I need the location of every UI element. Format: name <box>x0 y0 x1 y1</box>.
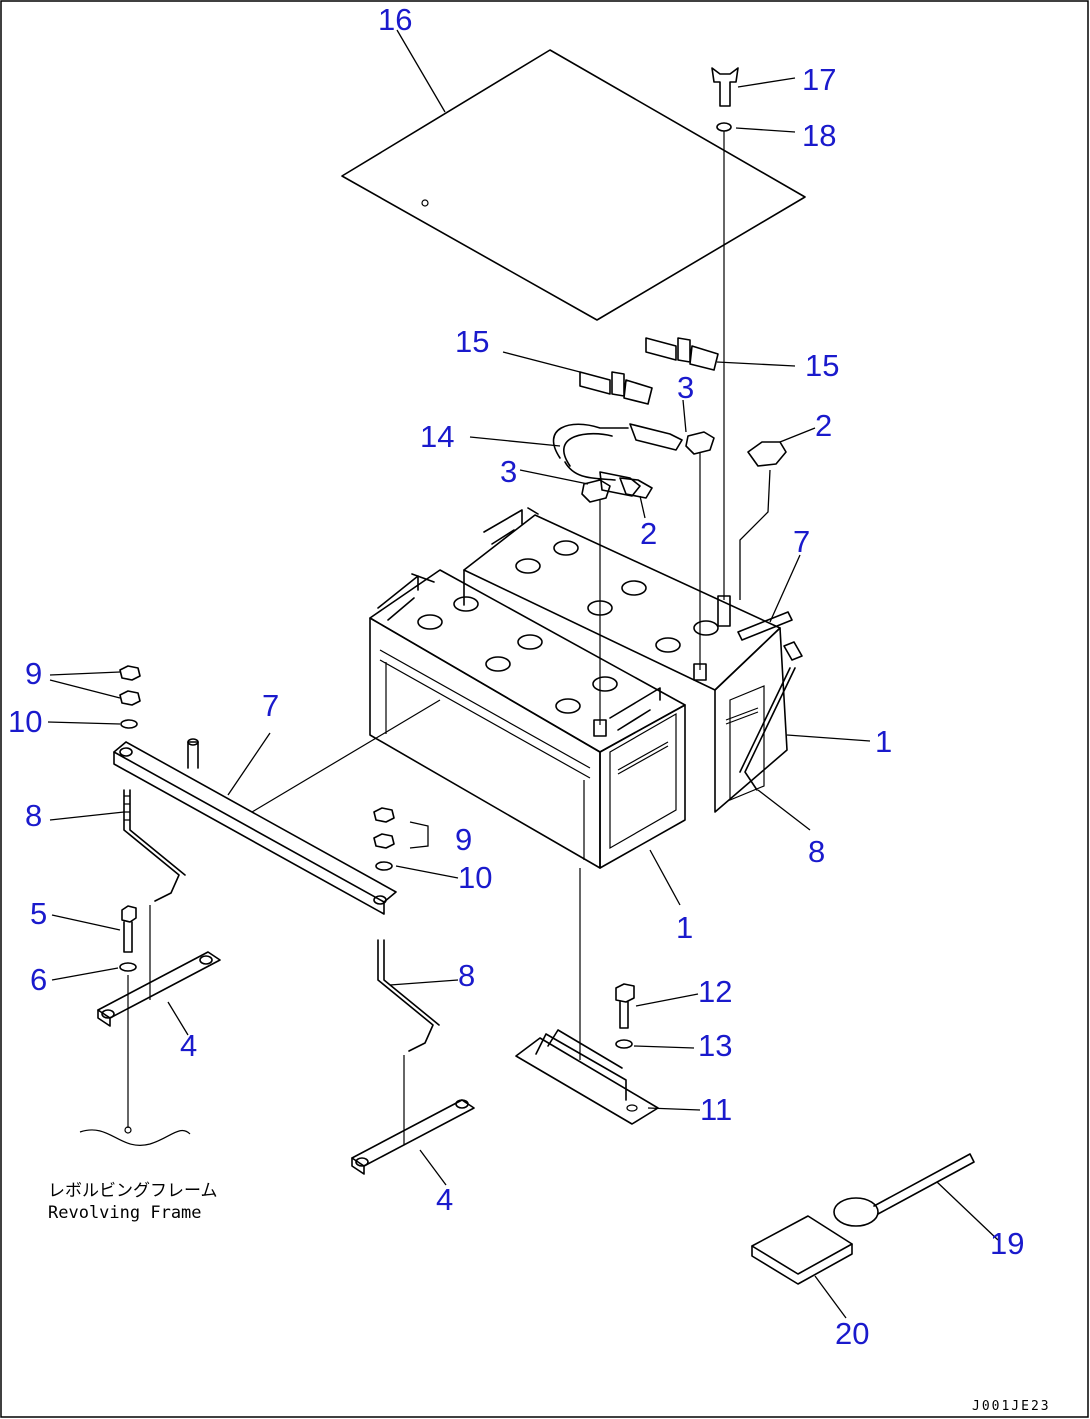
drawing-number: J001JE23 <box>972 1399 1051 1414</box>
washer-left <box>120 719 138 729</box>
bracket-left <box>97 951 221 1027</box>
callout-4-center: 4 <box>436 1182 453 1217</box>
callout-3-left: 3 <box>500 454 517 489</box>
hold-down-rod-right <box>739 667 796 791</box>
callout-12: 12 <box>698 974 732 1009</box>
callout-7-front: 7 <box>262 688 279 723</box>
storage-pouch <box>751 1215 853 1285</box>
inspection-tool <box>833 1153 975 1227</box>
battery-left <box>369 540 731 869</box>
jumper-cable <box>552 423 683 497</box>
bracket-center <box>351 1099 475 1175</box>
terminal-cap-left <box>579 371 653 405</box>
callout-7-right: 7 <box>793 524 810 559</box>
callout-8-left: 8 <box>25 798 42 833</box>
callout-1-front: 1 <box>676 910 693 945</box>
callout-2-right: 2 <box>815 408 832 443</box>
battery-cover-plate <box>341 49 806 321</box>
callout-8-center: 8 <box>458 958 475 993</box>
callout-2-center: 2 <box>640 516 657 551</box>
hold-down-rod-left <box>123 789 186 1000</box>
callout-9-center: 9 <box>455 822 472 857</box>
battery-clamp-2 <box>619 441 787 499</box>
callout-9-left: 9 <box>25 656 42 691</box>
callout-5: 5 <box>30 896 47 931</box>
hold-down-bar-front <box>113 738 397 915</box>
callout-10-center: 10 <box>458 860 492 895</box>
callout-4-left: 4 <box>180 1028 197 1063</box>
bolt-12 <box>615 983 635 1029</box>
note-revolving-frame-jp: レボルビングフレーム <box>48 1181 218 1201</box>
callout-3-top: 3 <box>677 370 694 405</box>
callout-1-right: 1 <box>875 724 892 759</box>
callout-18: 18 <box>802 118 836 153</box>
nuts-left <box>119 665 141 706</box>
nuts-center <box>373 807 395 849</box>
note-revolving-frame-en: Revolving Frame <box>48 1203 202 1223</box>
callout-14: 14 <box>420 419 454 454</box>
battery-right <box>463 507 788 813</box>
wing-bolt <box>711 67 739 107</box>
bolt-5 <box>121 905 137 953</box>
callout-17: 17 <box>802 62 836 97</box>
callout-15-left: 15 <box>455 324 489 359</box>
washer-13 <box>615 1039 633 1049</box>
washer-18 <box>716 122 732 132</box>
battery-clamp-3 <box>581 431 715 503</box>
washer-center <box>375 861 393 871</box>
callout-8-right: 8 <box>808 834 825 869</box>
callout-11: 11 <box>700 1092 732 1127</box>
callout-15-right: 15 <box>805 348 839 383</box>
hold-down-bar-right <box>737 611 803 661</box>
callout-20: 20 <box>835 1316 869 1351</box>
callout-16: 16 <box>378 2 412 37</box>
callout-13: 13 <box>698 1028 732 1063</box>
terminal-cap-right <box>645 337 719 371</box>
hold-down-rod-center <box>377 939 440 1145</box>
callout-19: 19 <box>990 1226 1024 1261</box>
washer-6 <box>119 962 137 972</box>
callout-10-left: 10 <box>8 704 42 739</box>
battery-stopper <box>515 1029 659 1125</box>
callout-6: 6 <box>30 962 47 997</box>
